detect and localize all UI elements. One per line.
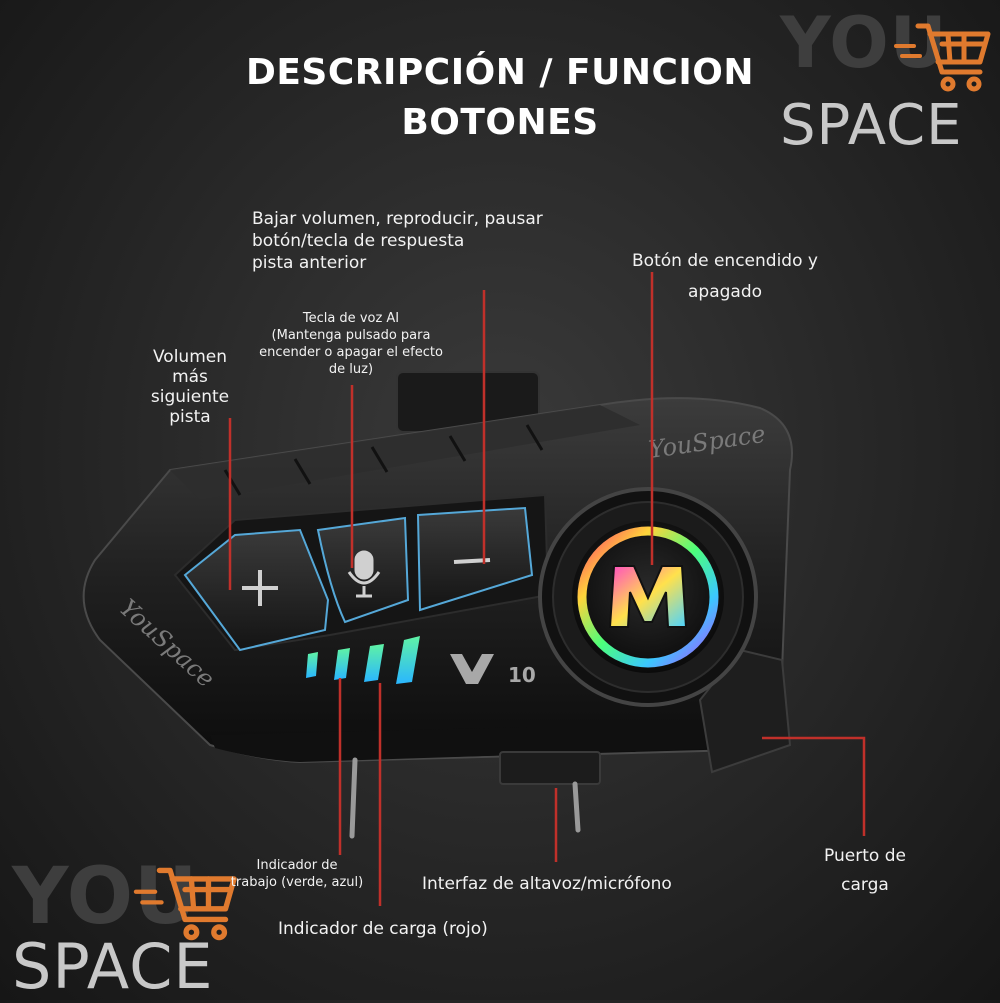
callout-power-line-2: apagado	[687, 282, 763, 302]
callout-charging-port: Puerto de carga	[800, 842, 930, 900]
mount-clip-bottom	[499, 751, 601, 785]
callout-volume-down: Bajar volumen, reproducir, pausar botón/…	[252, 206, 582, 277]
model-number: 10	[508, 663, 536, 687]
microphone-icon	[347, 550, 381, 598]
callout-speaker-mic: Interfaz de altavoz/micrófono	[422, 874, 672, 894]
pointer-charging-port	[762, 736, 866, 836]
logo-you-text: YOU	[780, 2, 948, 84]
callout-volume-up: Volumen más siguiente pista	[140, 347, 240, 427]
callout-volume-down-line-3: pista anterior	[252, 253, 367, 273]
callout-volume-up-line-4: pista	[169, 407, 211, 427]
callout-voice-ai: Tecla de voz AI (Mantenga pulsado para e…	[248, 310, 454, 378]
bottom-lip	[210, 722, 740, 762]
logo-space-text: SPACE	[780, 93, 963, 158]
callout-work-indicator: Indicador de trabajo (verde, azul)	[222, 857, 372, 891]
callout-power-line-1: Botón de encendido y	[632, 251, 818, 271]
callout-volume-up-line-2: más	[172, 367, 208, 387]
m-logo-icon	[608, 565, 688, 628]
voice-ai-button[interactable]	[316, 516, 410, 624]
led-indicators	[306, 636, 420, 684]
power-button[interactable]	[538, 487, 758, 707]
charging-port-housing	[698, 648, 792, 774]
logo-space-text-bottom: SPACE	[12, 930, 214, 1003]
plus-icon	[242, 570, 278, 606]
callout-volume-up-line-3: siguiente	[150, 387, 230, 407]
callout-work-indicator-line-2: trabajo (verde, azul)	[230, 875, 364, 890]
brand-logo-top: YOU SPACE	[780, 2, 995, 154]
shopping-cart-icon-bottom	[133, 867, 237, 941]
speaker-mic-connector	[349, 757, 581, 839]
callout-charging-port-line-1: Puerto de	[824, 846, 906, 866]
volume-down-button[interactable]	[416, 506, 534, 612]
callout-volume-down-line-2: botón/tecla de respuesta	[252, 231, 465, 251]
callout-charging-port-line-2: carga	[841, 875, 889, 895]
title-line-2: BOTONES	[401, 102, 599, 143]
callout-lines	[228, 272, 866, 906]
callout-work-indicator-line-1: Indicador de	[256, 858, 338, 873]
brand-logo-bottom: YOU SPACE	[12, 858, 242, 1000]
top-ribbing	[170, 405, 640, 500]
shopping-cart-icon	[894, 23, 991, 92]
callout-volume-up-line-1: Volumen	[152, 347, 227, 367]
volume-up-button[interactable]	[183, 528, 330, 652]
callout-power: Botón de encendido y apagado	[600, 246, 850, 308]
callout-charge-indicator: Indicador de carga (rojo)	[278, 919, 488, 939]
model-logo-icon	[450, 654, 494, 684]
page-title: DESCRIPCIÓN / FUNCION BOTONES	[0, 48, 1000, 148]
callout-voice-ai-line-3: encender o apagar el efecto	[259, 345, 443, 360]
title-line-1: DESCRIPCIÓN / FUNCION	[245, 52, 755, 93]
callout-volume-down-line-1: Bajar volumen, reproducir, pausar	[252, 209, 543, 229]
callout-voice-ai-line-1: Tecla de voz AI	[302, 311, 400, 326]
callout-voice-ai-line-4: de luz)	[328, 362, 374, 377]
callout-voice-ai-line-2: (Mantenga pulsado para	[271, 328, 431, 343]
